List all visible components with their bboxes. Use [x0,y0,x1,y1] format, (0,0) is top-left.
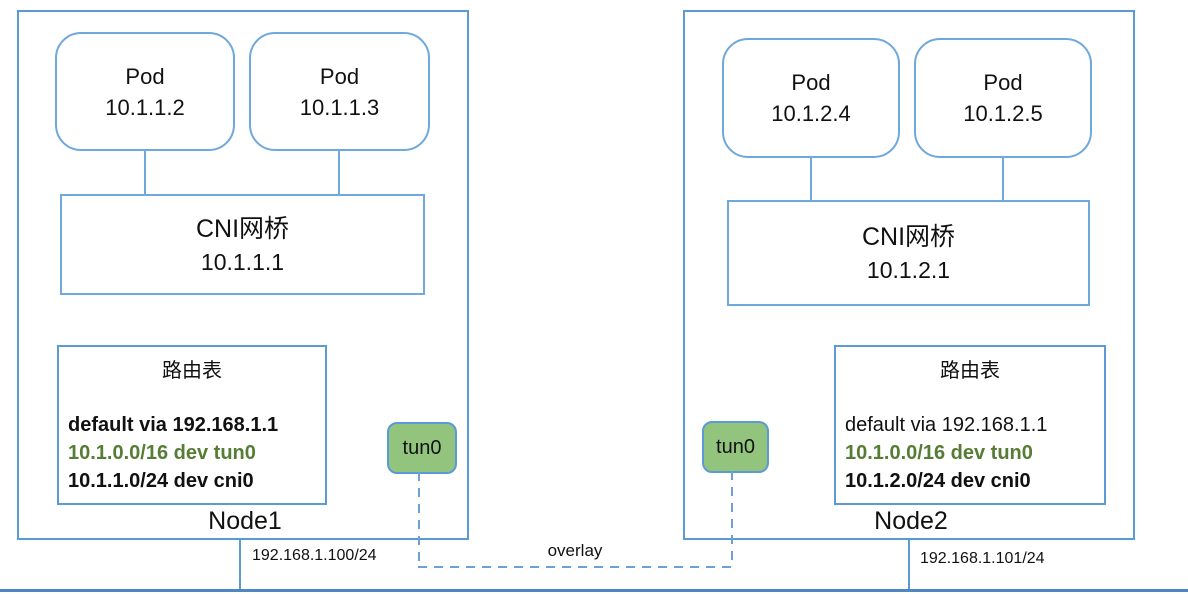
node2-box: Pod 10.1.2.4 Pod 10.1.2.5 CNI网桥 10.1.2.1… [683,10,1135,540]
pod-connector-line [810,158,812,200]
tun0-box: tun0 [387,422,457,474]
node-label: Node2 [874,507,948,535]
node-label: Node1 [208,507,282,535]
tun0-label: tun0 [402,436,442,459]
route-table-box: 路由表 default via 192.168.1.1 10.1.0.0/16 … [57,345,327,505]
pod-connector-line [338,151,340,194]
route-entry: default via 192.168.1.1 [68,414,279,436]
pod-ip: 10.1.1.3 [299,94,380,120]
pod-title: Pod [319,63,360,89]
route-table-title: 路由表 [162,360,222,382]
tunnel-dashed-line-left [418,472,420,567]
pod-connector-line [1002,158,1004,200]
overlay-label: overlay [547,541,603,560]
route-table-box: 路由表 default via 192.168.1.1 10.1.0.0/16 … [834,345,1106,505]
cni-bridge-box: CNI网桥 10.1.1.1 [60,194,425,295]
route-entries: default via 192.168.1.1 10.1.0.0/16 dev … [59,411,325,495]
route-entry: 10.1.0.0/16 dev tun0 [845,442,1033,464]
cni-bridge-box: CNI网桥 10.1.2.1 [727,200,1090,306]
route-table-title: 路由表 [940,360,1000,382]
pod-title: Pod [791,70,831,95]
pod-connector-line [144,151,146,194]
cni-bridge-ip: 10.1.2.1 [866,257,951,283]
cni-bridge-title: CNI网桥 [195,214,290,243]
route-entry: default via 192.168.1.1 [845,414,1048,436]
node1-host-ip-label: 192.168.1.100/24 [252,547,377,564]
cni-bridge-ip: 10.1.1.1 [200,248,285,275]
pod-title: Pod [125,63,165,89]
route-entry: 10.1.1.0/24 dev cni0 [68,470,254,492]
tunnel-dashed-line-right [731,471,733,567]
tun0-label: tun0 [716,435,755,458]
pod-box: Pod 10.1.1.3 [249,32,430,151]
pod-ip: 10.1.2.5 [963,101,1043,126]
pod-title: Pod [983,70,1023,95]
pod-ip: 10.1.2.4 [771,101,851,126]
route-entry: 10.1.2.0/24 dev cni0 [845,470,1031,492]
physical-network-line [0,589,1188,592]
tun0-box: tun0 [702,421,769,473]
node2-uplink-line [908,538,910,591]
pod-box: Pod 10.1.2.4 [722,38,900,158]
route-entry: 10.1.0.0/16 dev tun0 [68,442,256,464]
node2-host-ip-label: 192.168.1.101/24 [920,550,1045,567]
pod-box: Pod 10.1.2.5 [914,38,1092,158]
pod-ip: 10.1.1.2 [105,94,185,120]
pod-box: Pod 10.1.1.2 [55,32,235,151]
node1-box: Pod 10.1.1.2 Pod 10.1.1.3 CNI网桥 10.1.1.1… [17,10,469,540]
route-entries: default via 192.168.1.1 10.1.0.0/16 dev … [836,411,1104,495]
overlay-dashed-line [418,566,733,568]
cni-bridge-title: CNI网桥 [861,223,956,251]
node1-uplink-line [239,540,241,591]
